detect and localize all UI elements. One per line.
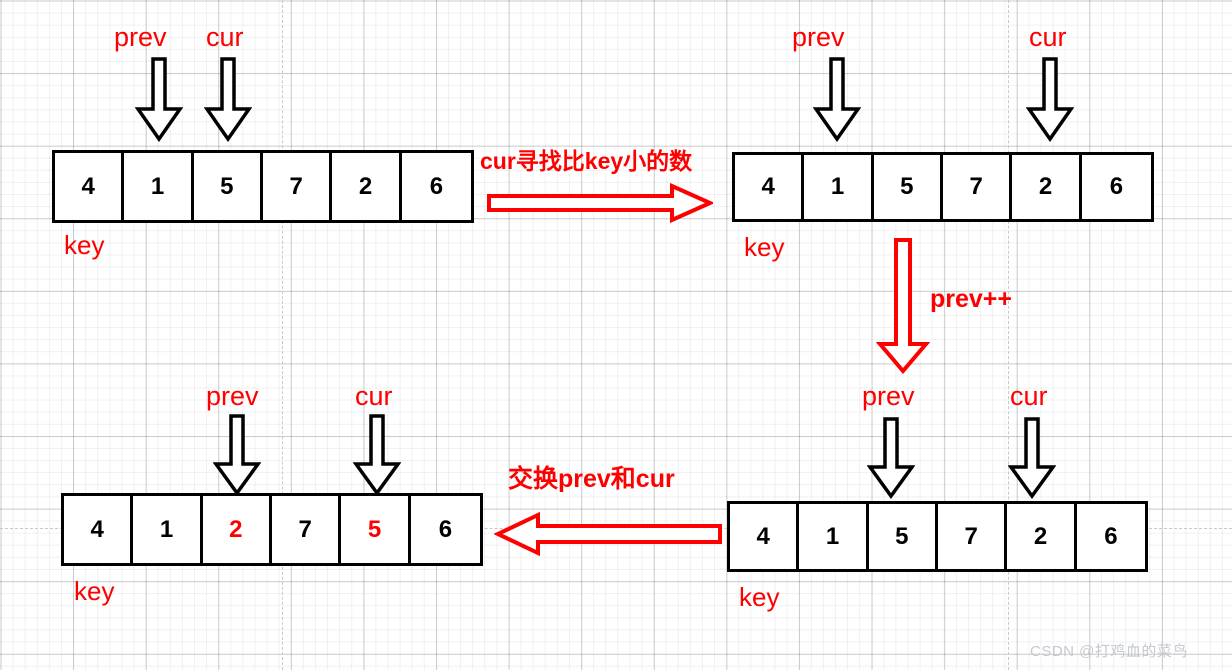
pointer-arrow-cur-icon [204,57,252,142]
array-bottom-left: 4 1 2 7 5 6 [61,493,483,566]
array-cell: 4 [64,496,134,563]
pointer-label-prev: prev [792,22,845,52]
array-cell: 1 [124,153,194,220]
step-label-prev-increment: prev++ [930,285,1013,313]
array-bottom-right: 4 1 5 7 2 6 [727,501,1148,572]
transition-arrow-right-icon [487,183,713,223]
pointer-label-prev: prev [862,381,915,411]
array-top-left: 4 1 5 7 2 6 [52,150,474,223]
array-cell: 5 [868,504,939,569]
array-cell: 4 [730,504,800,569]
pointer-arrow-prev-icon [813,57,861,142]
array-cell: 2 [332,153,402,220]
array-top-right: 4 1 5 7 2 6 [732,152,1154,222]
array-cell: 2 [1012,155,1082,219]
transition-arrow-down-icon [876,238,930,374]
key-label: key [739,582,780,612]
array-cell: 6 [410,496,481,563]
key-label: key [64,230,105,260]
array-cell: 1 [804,155,874,219]
array-cell: 7 [943,155,1013,219]
guide-line-vertical-left [282,0,283,670]
transition-arrow-left-icon [494,512,722,556]
array-cell: 5 [873,155,944,219]
array-cell: 4 [55,153,125,220]
pointer-label-cur: cur [355,381,393,411]
pointer-arrow-prev-icon [867,417,915,499]
pointer-arrow-prev-icon [213,414,261,496]
step-label-find: cur寻找比key小的数 [480,148,693,174]
array-cell: 2 [1007,504,1077,569]
pointer-arrow-cur-icon [353,414,401,496]
key-label: key [74,576,115,606]
pointer-label-prev: prev [206,381,259,411]
array-cell: 7 [938,504,1008,569]
pointer-label-cur: cur [1010,381,1048,411]
pointer-arrow-prev-icon [135,57,183,142]
array-cell: 6 [1081,155,1152,219]
array-cell: 7 [263,153,333,220]
array-cell-swapped: 2 [202,496,273,563]
pointer-arrow-cur-icon [1008,417,1056,499]
array-cell-swapped: 5 [341,496,411,563]
step-label-swap: 交换prev和cur [508,465,675,493]
array-cell: 5 [193,153,264,220]
array-cell: 6 [401,153,472,220]
pointer-label-prev: prev [114,22,167,52]
array-cell: 6 [1076,504,1146,569]
pointer-label-cur: cur [206,22,244,52]
key-label: key [744,232,785,262]
pointer-label-cur: cur [1029,22,1067,52]
array-cell: 4 [735,155,805,219]
pointer-arrow-cur-icon [1026,57,1074,142]
array-cell: 1 [799,504,869,569]
array-cell: 7 [272,496,342,563]
watermark: CSDN @打鸡血的菜鸟 [1030,643,1188,660]
array-cell: 1 [133,496,203,563]
